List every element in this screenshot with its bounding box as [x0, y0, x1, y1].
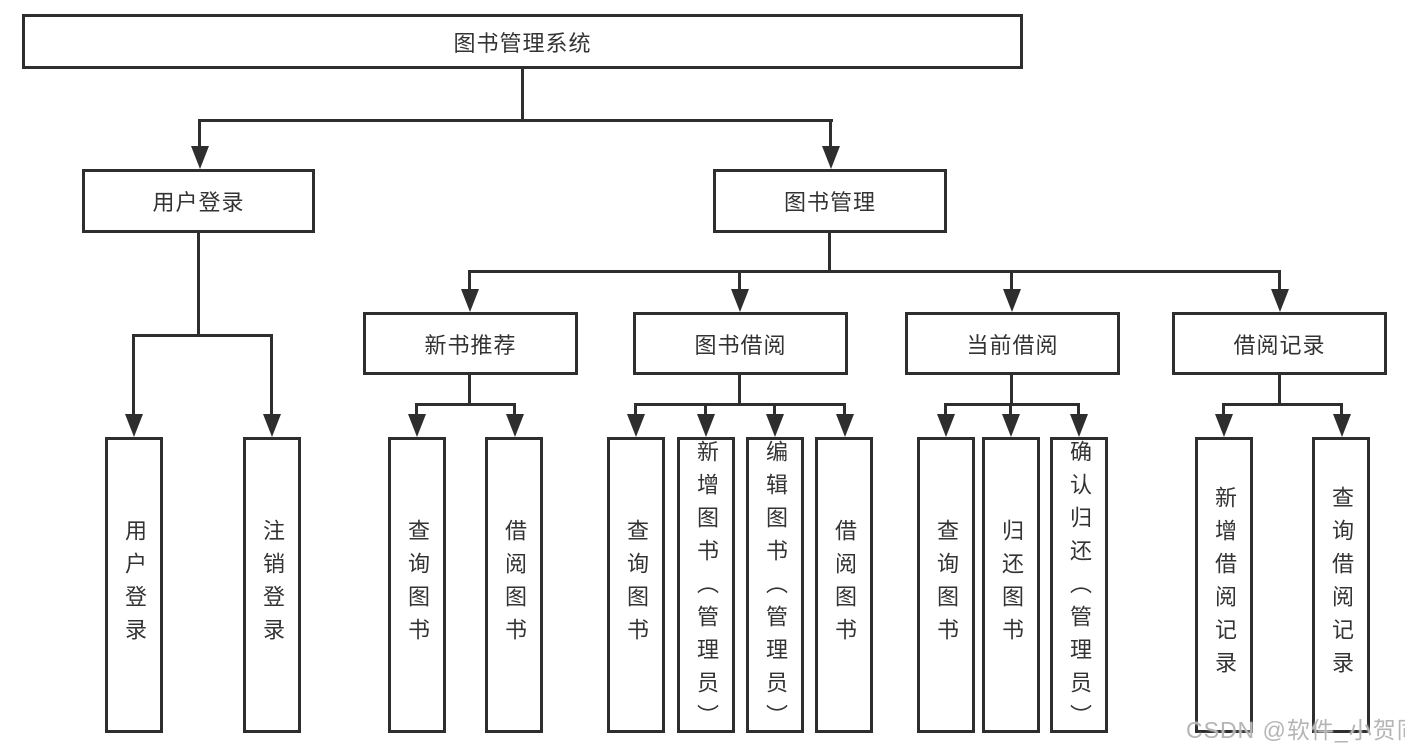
connector-drop: [1278, 270, 1281, 291]
connector-bookmgmt-trunk: [828, 233, 831, 273]
connector-userlogin-hline: [132, 334, 273, 337]
node-book-management: 图书管理: [713, 169, 947, 233]
leaf-borrow-books-1: 借阅图书: [485, 437, 543, 733]
node-book-borrow: 图书借阅: [633, 312, 848, 375]
connector-borrowrecords-trunk: [1278, 375, 1281, 406]
node-user-login-label: 用户登录: [152, 190, 245, 215]
connector-drop: [1340, 403, 1343, 416]
leaf-label: 查询借阅记录: [1329, 486, 1354, 684]
leaf-label: 查询图书: [934, 519, 959, 651]
connector-drop: [773, 403, 776, 416]
node-new-book-recommend: 新书推荐: [363, 312, 578, 375]
leaf-return-books: 归还图书: [982, 437, 1040, 733]
arrow-down-icon: [1070, 414, 1088, 437]
arrow-down-icon: [461, 289, 479, 312]
leaf-confirm-return-admin: 确认归还（管理员）: [1050, 437, 1108, 737]
node-current-borrow: 当前借阅: [905, 312, 1120, 375]
arrow-down-icon: [1215, 414, 1233, 437]
arrow-down-icon: [766, 414, 784, 437]
connector-drop: [634, 403, 637, 416]
connector-borrowrecords-hline: [1222, 403, 1343, 406]
connector-drop: [1010, 270, 1013, 291]
leaf-label: 归还图书: [999, 519, 1024, 651]
connector-drop: [198, 119, 201, 147]
connector-drop: [944, 403, 947, 416]
arrow-down-icon: [1271, 289, 1289, 312]
connector-drop: [1009, 403, 1012, 416]
node-book-management-label: 图书管理: [783, 190, 876, 215]
arrow-down-icon: [1003, 289, 1021, 312]
connector-drop: [132, 334, 135, 416]
arrow-down-icon: [1002, 414, 1020, 437]
arrow-down-icon: [191, 146, 209, 169]
node-root-label: 图书管理系统: [453, 30, 592, 56]
connector-userlogin-trunk: [197, 233, 200, 337]
arrow-down-icon: [836, 414, 854, 437]
connector-bookborrow-hline: [634, 403, 846, 406]
node-borrow-records: 借阅记录: [1172, 312, 1387, 375]
connector-newbooks-trunk: [468, 375, 471, 406]
leaf-label: 注销登录: [260, 519, 285, 651]
arrow-down-icon: [731, 289, 749, 312]
leaf-label: 借阅图书: [502, 519, 527, 651]
connector-drop: [415, 403, 418, 416]
leaf-label: 借阅图书: [832, 519, 857, 651]
leaf-logout: 注销登录: [243, 437, 301, 733]
connector-drop: [704, 403, 707, 416]
arrow-down-icon: [822, 146, 840, 169]
connector-newbooks-hline: [415, 403, 516, 406]
leaf-borrow-books-2: 借阅图书: [815, 437, 873, 733]
leaf-user-login: 用户登录: [105, 437, 163, 733]
node-new-book-recommend-label: 新书推荐: [424, 332, 517, 358]
leaf-label: 确认归还（管理员）: [1067, 440, 1092, 737]
connector-drop: [843, 403, 846, 416]
connector-drop: [1077, 403, 1080, 416]
leaf-label: 用户登录: [122, 519, 147, 651]
leaf-query-borrow-record: 查询借阅记录: [1312, 437, 1370, 733]
arrow-down-icon: [697, 414, 715, 437]
connector-bookborrow-trunk: [738, 375, 741, 406]
leaf-label: 查询图书: [624, 519, 649, 651]
connector-currentborrow-trunk: [1010, 375, 1013, 406]
arrow-down-icon: [1333, 414, 1351, 437]
arrow-down-icon: [627, 414, 645, 437]
connector-level3-hline: [468, 270, 1281, 273]
arrow-down-icon: [263, 414, 281, 437]
leaf-edit-books-admin: 编辑图书（管理员）: [746, 437, 804, 737]
leaf-query-books-2: 查询图书: [607, 437, 665, 733]
arrow-down-icon: [506, 414, 524, 437]
arrow-down-icon: [937, 414, 955, 437]
connector-level2-hline: [198, 119, 833, 122]
node-user-login: 用户登录: [82, 169, 315, 233]
arrow-down-icon: [408, 414, 426, 437]
connector-drop: [270, 334, 273, 416]
leaf-label: 新增借阅记录: [1212, 486, 1237, 684]
connector-drop: [829, 119, 832, 147]
connector-drop: [1222, 403, 1225, 416]
leaf-label: 编辑图书（管理员）: [763, 440, 788, 737]
leaf-add-borrow-record: 新增借阅记录: [1195, 437, 1253, 733]
node-book-borrow-label: 图书借阅: [694, 332, 787, 358]
connector-root-trunk: [521, 66, 524, 122]
leaf-label: 新增图书（管理员）: [694, 440, 719, 737]
connector-drop: [468, 270, 471, 291]
csdn-watermark: CSDN @软件_小贺同学: [1186, 717, 1405, 743]
connector-drop: [513, 403, 516, 416]
arrow-down-icon: [125, 414, 143, 437]
node-borrow-records-label: 借阅记录: [1233, 332, 1326, 358]
node-root: 图书管理系统: [22, 14, 1023, 69]
node-current-borrow-label: 当前借阅: [966, 332, 1059, 358]
leaf-add-books-admin: 新增图书（管理员）: [677, 437, 735, 737]
leaf-label: 查询图书: [405, 519, 430, 651]
connector-currentborrow-hline: [944, 403, 1080, 406]
leaf-query-books-1: 查询图书: [388, 437, 446, 733]
leaf-query-books-3: 查询图书: [917, 437, 975, 733]
connector-drop: [738, 270, 741, 291]
